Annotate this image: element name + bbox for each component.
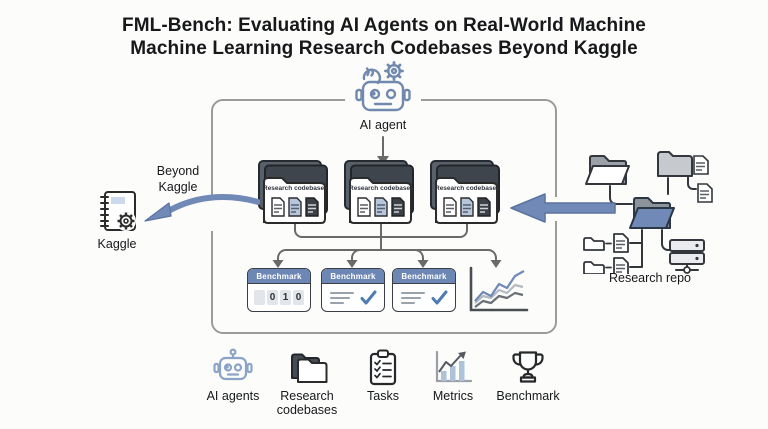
folder-stack-icon: [344, 160, 414, 224]
beyond-kaggle-line2: Kaggle: [158, 180, 198, 194]
benchmark-card-header: Benchmark: [393, 269, 455, 284]
folder-label: Research codebases: [263, 185, 328, 192]
folder-label: Research codebases: [435, 185, 500, 192]
benchmark-card-checklist-1: Benchmark: [321, 268, 385, 312]
kaggle-label: Kaggle: [97, 237, 137, 251]
legend-item-tasks: Tasks: [341, 348, 425, 403]
legend-item-ai-agents: AI agents: [191, 348, 275, 403]
binary-chip-blank: [254, 290, 265, 305]
kaggle-notebook-icon: [100, 191, 136, 231]
codebase-folder-3: Research codebases: [429, 160, 505, 228]
binary-chip: 0: [267, 290, 278, 305]
benchmark-card-body: 0 1 0: [248, 284, 310, 311]
ai-agent-label: AI agent: [359, 118, 407, 132]
beyond-kaggle-line1: Beyond: [156, 164, 200, 178]
legend-label: Benchmark: [496, 389, 560, 403]
benchmark-card-header: Benchmark: [322, 269, 384, 284]
checkmark-icon: [360, 290, 376, 305]
beyond-kaggle-label: Beyond Kaggle: [146, 163, 210, 195]
benchmark-card-checklist-2: Benchmark: [392, 268, 456, 312]
legend-label: Research codebases: [276, 389, 338, 417]
legend-label: Tasks: [367, 389, 399, 403]
open-folder-icon: [585, 155, 630, 185]
bar-chart-icon: [435, 350, 473, 383]
legend-label: AI agents: [206, 389, 260, 403]
file-icon: [693, 155, 713, 203]
codebase-folder-1: Research codebases: [257, 160, 333, 228]
folder-label: Research codebases: [349, 185, 414, 192]
legend-item-research-codebases: Research codebases: [265, 348, 349, 417]
binary-chip: 0: [293, 290, 304, 305]
benchmark-card-body: [322, 284, 384, 311]
research-repo-label: Research repo: [609, 271, 691, 285]
checkmark-icon: [431, 290, 447, 305]
left-border-gap: [204, 199, 219, 231]
folder-stack-icon: [291, 353, 328, 383]
benchmark-card-body: [393, 284, 455, 311]
legend-label: Metrics: [432, 389, 474, 403]
robot-icon: [213, 348, 253, 381]
robot-icon: [355, 61, 411, 112]
page-title-line2: Machine Learning Research Codebases Beyo…: [130, 38, 638, 59]
text-lines: [329, 291, 354, 304]
open-folder-blue-icon: [629, 197, 675, 229]
gear-icon: [384, 61, 404, 81]
binary-chip: 1: [280, 290, 291, 305]
closed-folder-icon: [657, 151, 693, 177]
folder-file-pair: [583, 233, 629, 274]
gear-icon: [116, 211, 136, 231]
codebase-folder-2: Research codebases: [343, 160, 419, 228]
beyond-kaggle-arrow: [144, 194, 260, 222]
folder-stack-icon: [430, 160, 500, 224]
benchmark-card-header: Benchmark: [248, 269, 310, 284]
folder-stack-icon: [258, 160, 328, 224]
research-repo-cluster: [583, 151, 713, 274]
benchmark-card-binary: Benchmark 0 1 0: [247, 268, 311, 312]
repo-to-box-arrow: [510, 193, 616, 223]
server-icon: [669, 239, 705, 274]
clipboard-icon: [369, 349, 397, 386]
ai-agent-icon: [345, 60, 421, 118]
page-title-line1: FML-Bench: Evaluating AI Agents on Real-…: [122, 15, 646, 36]
legend-item-metrics: Metrics: [411, 348, 495, 403]
text-lines: [400, 291, 425, 304]
legend-item-benchmark: Benchmark: [486, 348, 570, 403]
trophy-icon: [512, 351, 544, 383]
results-line-chart-icon: [469, 266, 529, 312]
